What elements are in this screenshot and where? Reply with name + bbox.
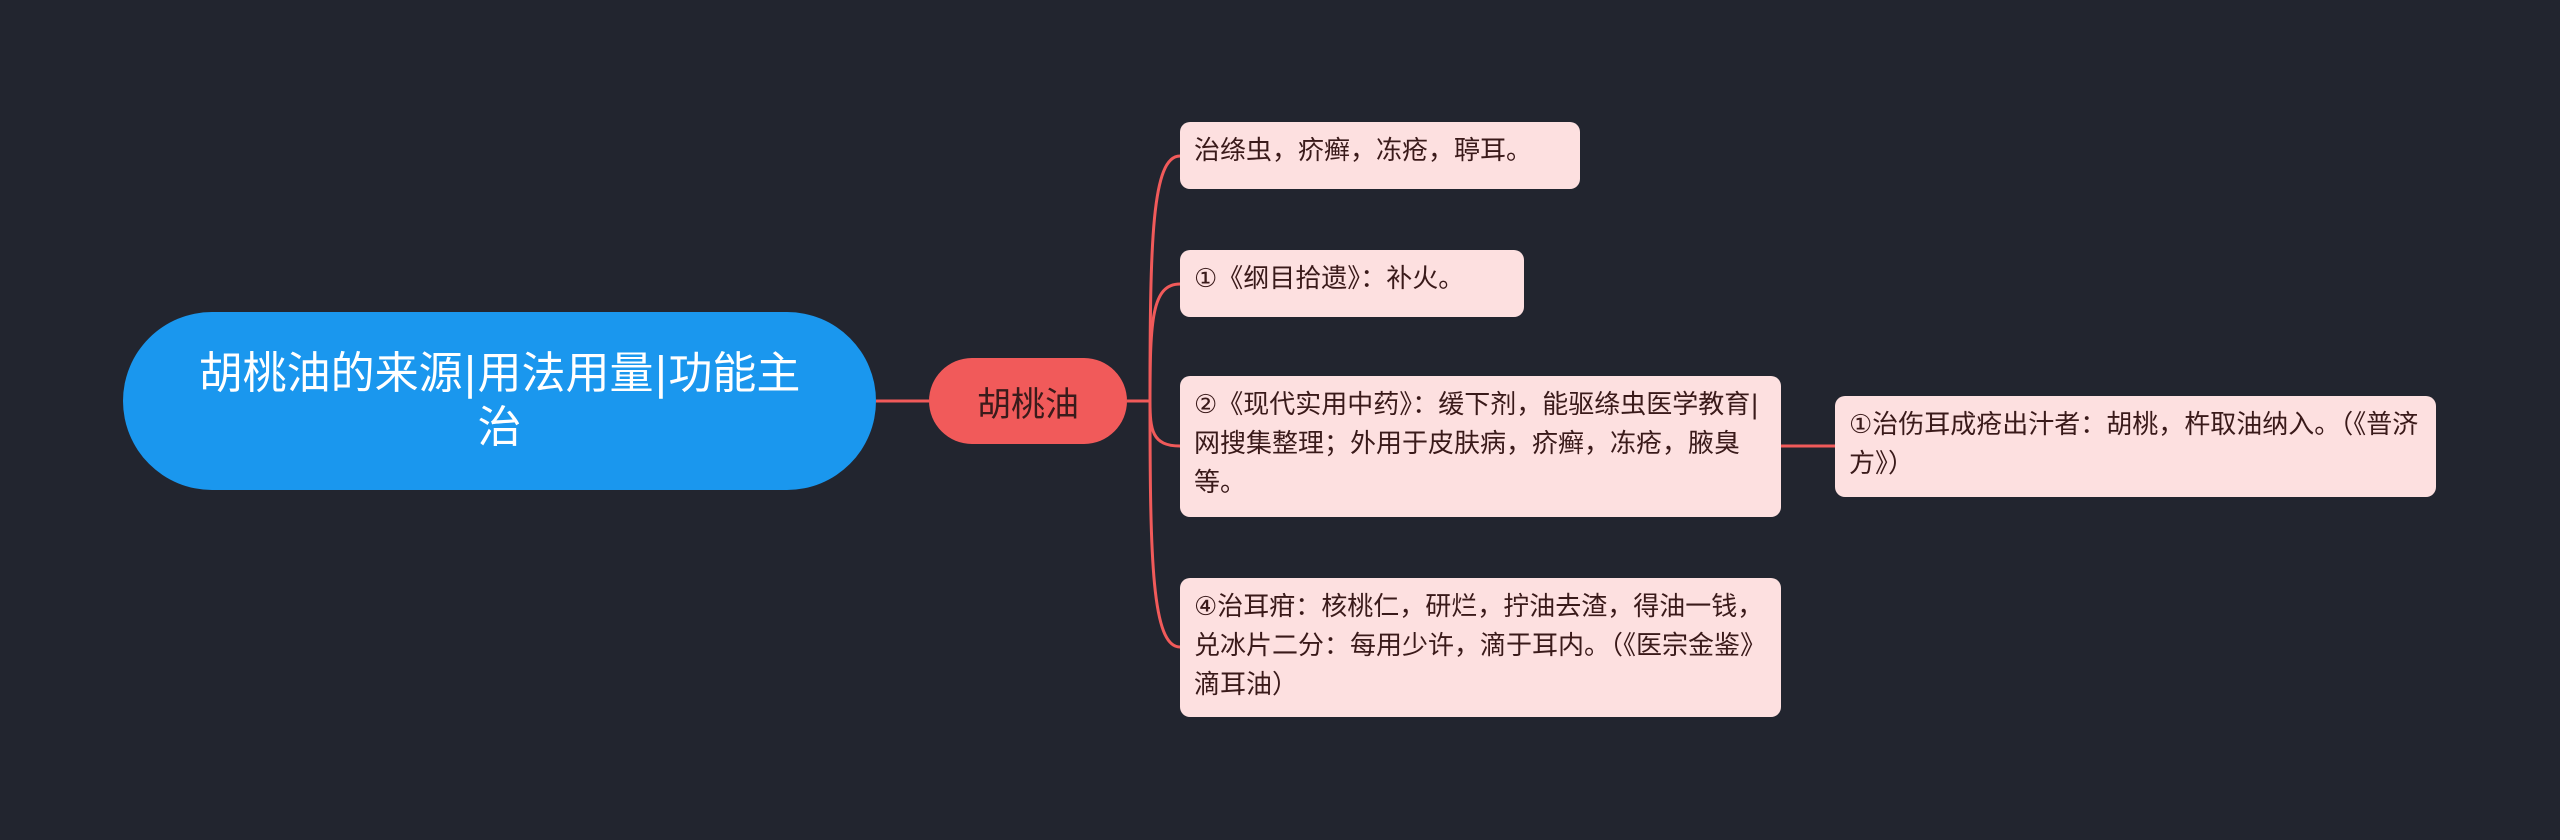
root-topic[interactable]: 胡桃油的来源|用法用量|功能主治 bbox=[123, 312, 876, 490]
leaf-topic-1-text: 治绦虫，疥癣，冻疮，聤耳。 bbox=[1194, 136, 1533, 166]
sub-leaf-topic[interactable]: ①治伤耳成疮出汁者：胡桃，杵取油纳入。（《普济方》） bbox=[1835, 396, 2436, 497]
leaf-topic-2-text: ①《纲目拾遗》：补火。 bbox=[1194, 264, 1465, 294]
connector-leaf-1 bbox=[1148, 154, 1181, 402]
leaf-topic-4[interactable]: ④治耳疳：核桃仁，研烂，拧油去渣，得油一钱，兑冰片二分：每用少许，滴于耳内。（《… bbox=[1180, 578, 1781, 717]
branch-topic-label: 胡桃油 bbox=[977, 384, 1079, 425]
sub-leaf-topic-text: ①治伤耳成疮出汁者：胡桃，杵取油纳入。（《普济方》） bbox=[1849, 410, 2419, 479]
leaf-topic-1[interactable]: 治绦虫，疥癣，冻疮，聤耳。 bbox=[1180, 122, 1580, 189]
connector-leaf-3 bbox=[1148, 400, 1181, 448]
root-topic-label: 胡桃油的来源|用法用量|功能主治 bbox=[198, 348, 801, 453]
connector-leaf-4 bbox=[1148, 400, 1181, 649]
leaf-topic-2[interactable]: ①《纲目拾遗》：补火。 bbox=[1180, 250, 1524, 317]
leaf-topic-4-text: ④治耳疳：核桃仁，研烂，拧油去渣，得油一钱，兑冰片二分：每用少许，滴于耳内。（《… bbox=[1194, 592, 1767, 700]
leaf-topic-3[interactable]: ②《现代实用中药》：缓下剂，能驱绦虫医学教育|网搜集整理；外用于皮肤病，疥癣，冻… bbox=[1180, 376, 1781, 517]
branch-topic[interactable]: 胡桃油 bbox=[929, 358, 1127, 444]
leaf-topic-3-text: ②《现代实用中药》：缓下剂，能驱绦虫医学教育|网搜集整理；外用于皮肤病，疥癣，冻… bbox=[1194, 390, 1760, 498]
connector-leaf-2 bbox=[1148, 282, 1181, 402]
